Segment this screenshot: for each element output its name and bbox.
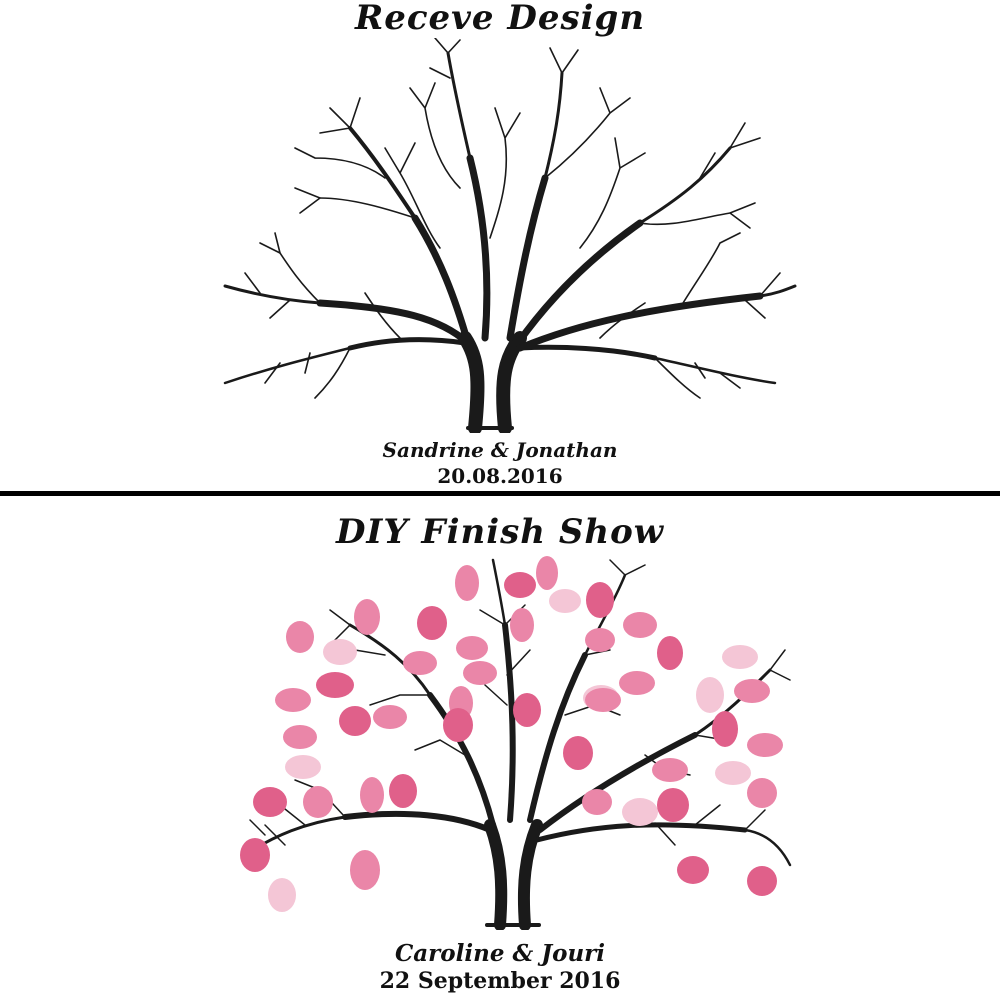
couple-names-finished: Caroline & Jouri <box>394 940 606 967</box>
diy-finish-heading: DIY Finish Show <box>335 512 665 552</box>
bare-tree-illustration <box>223 38 797 433</box>
receive-design-heading: Receve Design <box>354 0 646 38</box>
wedding-date-finished: 22 September 2016 <box>379 968 621 994</box>
fingerprint-tree-illustration <box>240 556 792 930</box>
couple-names-design: Sandrine & Jonathan <box>382 438 618 462</box>
panel-divider <box>0 491 1000 496</box>
wedding-date-design: 20.08.2016 <box>437 464 563 488</box>
